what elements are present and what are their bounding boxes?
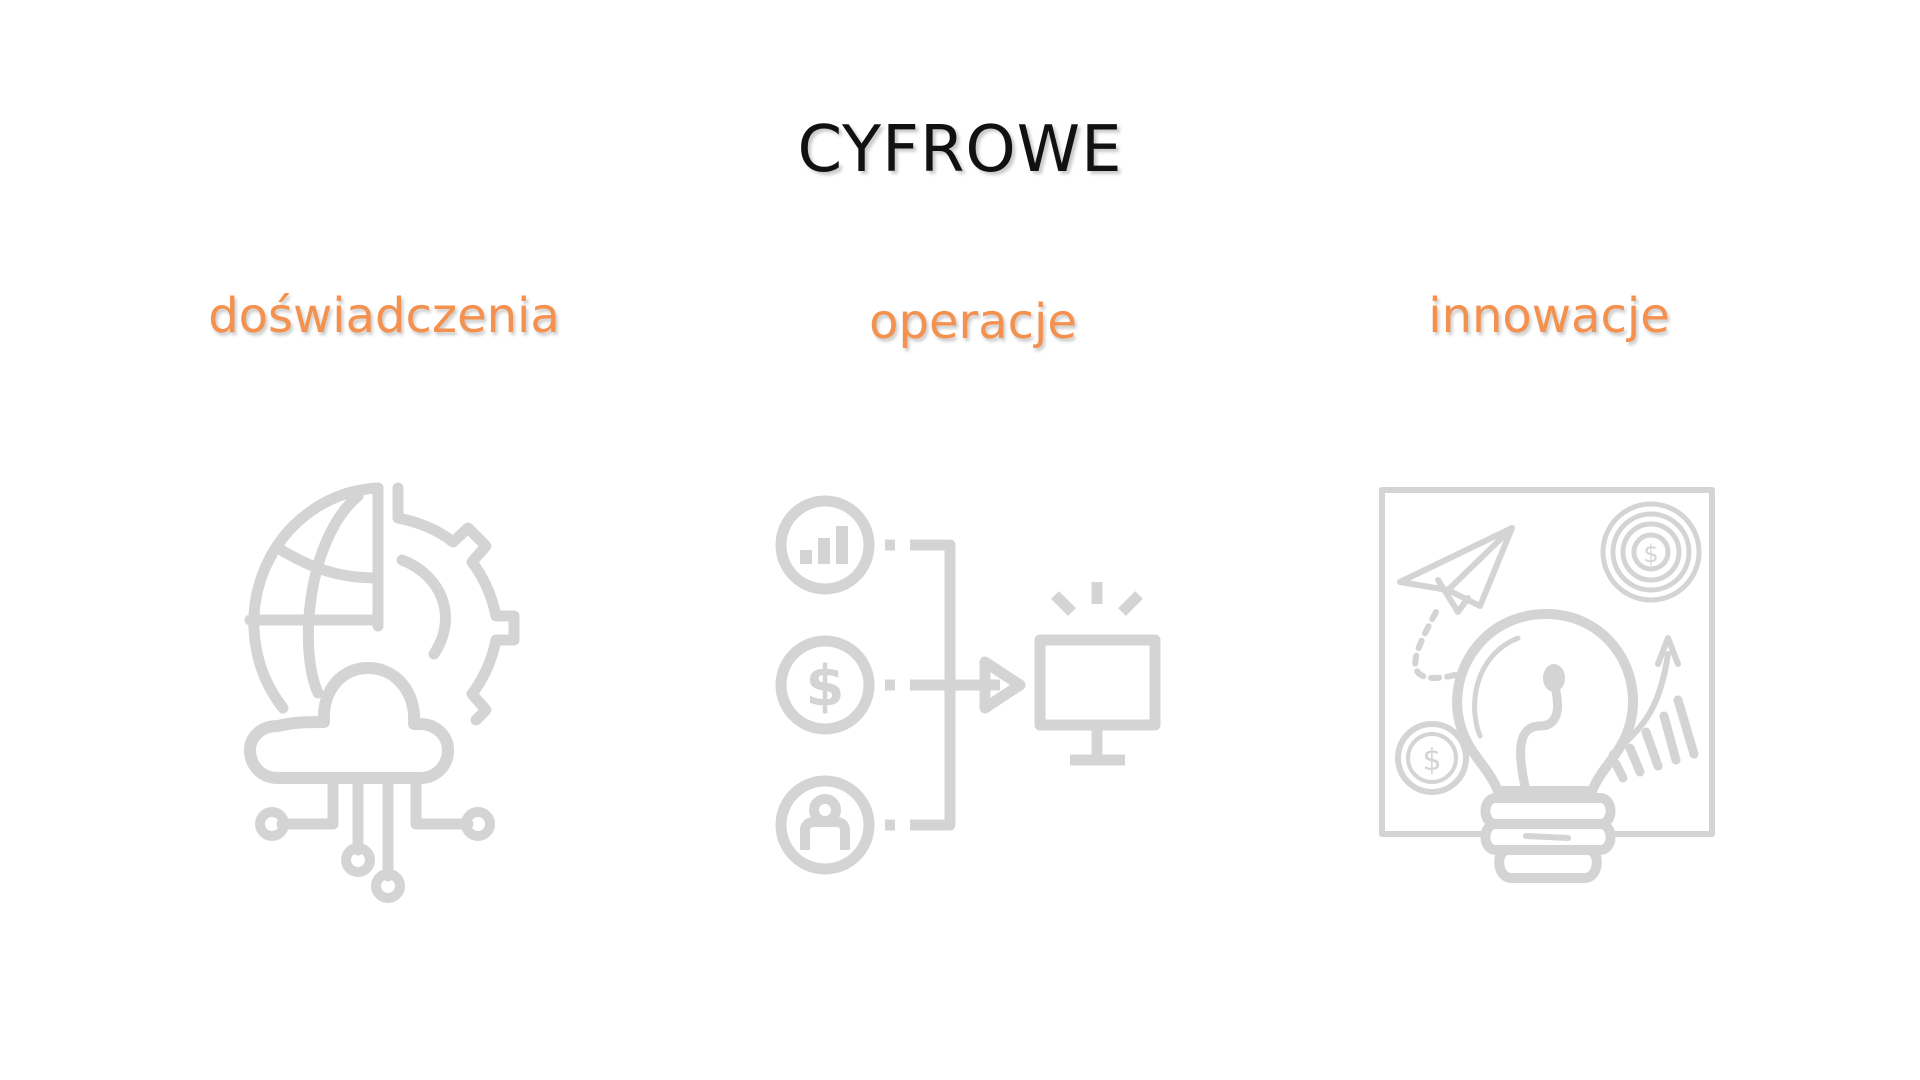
slide-title: CYFROWE	[797, 113, 1123, 187]
column-label-operacje: operacje	[869, 294, 1077, 350]
svg-text:$: $	[1643, 540, 1658, 568]
globe-gear-cloud-network-icon	[244, 482, 520, 903]
column-label-innowacje: innowacje	[1428, 288, 1670, 344]
lightbulb-innovation-icon: $ $	[1379, 487, 1715, 883]
column-label-doswiadczenia: doświadczenia	[208, 288, 560, 344]
svg-text:$: $	[1422, 743, 1441, 778]
data-inputs-to-monitor-icon: $	[775, 495, 1161, 875]
svg-text:$: $	[806, 654, 845, 719]
